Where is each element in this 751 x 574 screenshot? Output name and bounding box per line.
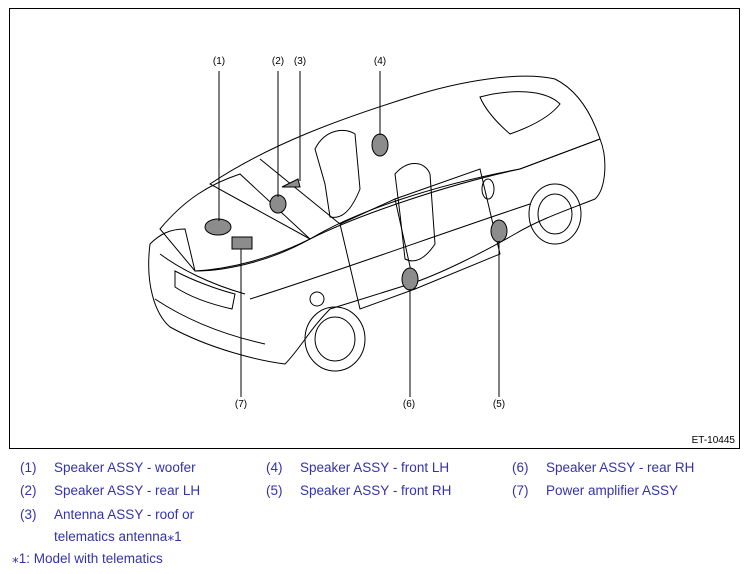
front-wheel	[528, 183, 582, 245]
fuel-cap	[309, 291, 325, 307]
rear-window	[159, 173, 311, 272]
woofer-speaker-part	[204, 218, 232, 236]
front-rh-speaker-part	[490, 219, 508, 243]
callout-7: (7)	[234, 399, 248, 410]
legend-num: (1)	[20, 460, 37, 475]
footnote: ⁎1: Model with telematics	[12, 551, 163, 566]
car-illustration	[148, 71, 606, 397]
car-body	[148, 138, 606, 365]
legend-text: Antenna ASSY - roof or	[54, 507, 195, 522]
figure-id: ET-10445	[691, 435, 735, 446]
legend-item-4: (4) Speaker ASSY - front LH	[266, 458, 449, 478]
front-seat-right	[394, 163, 436, 262]
callout-3: (3)	[293, 56, 307, 67]
rear-lh-speaker-part	[269, 194, 287, 214]
front-door	[394, 168, 501, 290]
antenna-part	[281, 178, 301, 188]
sunroof	[479, 91, 561, 135]
license-plate-recess	[174, 270, 236, 310]
legend-text: Power amplifier ASSY	[546, 483, 679, 498]
car-roof	[209, 75, 601, 240]
legend-item-6: (6) Speaker ASSY - rear RH	[512, 458, 694, 478]
legend-num: (5)	[266, 483, 283, 498]
callout-2: (2)	[271, 56, 285, 67]
rear-wheel	[304, 306, 366, 372]
legend-num: (7)	[512, 483, 529, 498]
legend-text: Speaker ASSY - rear RH	[546, 460, 695, 475]
callout-4: (4)	[373, 56, 387, 67]
rear-rh-speaker-part	[401, 267, 419, 291]
legend-item-7: (7) Power amplifier ASSY	[512, 481, 678, 501]
legend-text: Speaker ASSY - front RH	[300, 483, 452, 498]
legend-text: Speaker ASSY - woofer	[54, 460, 196, 475]
front-wheel-rim	[537, 193, 573, 235]
car-speaker-diagram: (1) (2) (3) (4) (5) (6) (7) ET-10445	[9, 8, 740, 449]
trunk-line	[159, 253, 246, 295]
rear-door	[339, 198, 416, 310]
side-character-line	[249, 203, 531, 300]
amplifier-part	[231, 236, 253, 250]
legend-num: (2)	[20, 483, 37, 498]
callout-1: (1)	[212, 56, 226, 67]
rear-wheel-rim	[314, 316, 356, 362]
callout-5: (5)	[492, 399, 506, 410]
front-seat-left	[314, 129, 361, 218]
front-lh-speaker-part	[371, 133, 389, 157]
rear-seat-edge	[259, 158, 341, 225]
legend-item-1: (1) Speaker ASSY - woofer	[20, 458, 196, 478]
legend-text-continued: telematics antenna⁎1	[54, 529, 182, 544]
legend-num: (3)	[20, 507, 37, 522]
legend-item-3: (3) Antenna ASSY - roof or telematics ant…	[20, 505, 195, 544]
legend-num: (6)	[512, 460, 529, 475]
side-mirror	[481, 178, 495, 200]
callout-6: (6)	[402, 399, 416, 410]
legend-item-2: (2) Speaker ASSY - rear LH	[20, 481, 200, 501]
rear-bumper-line	[154, 298, 266, 345]
legend-text: Speaker ASSY - front LH	[300, 460, 450, 475]
legend-num: (4)	[266, 460, 283, 475]
legend-item-5: (5) Speaker ASSY - front RH	[266, 481, 451, 501]
legend-text: Speaker ASSY - rear LH	[54, 483, 201, 498]
